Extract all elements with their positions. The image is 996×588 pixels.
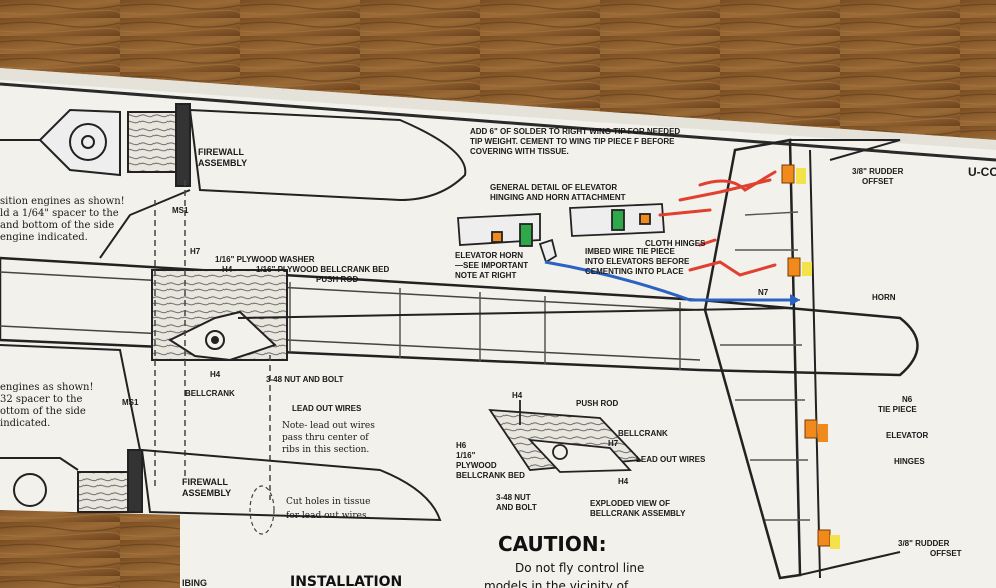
- rudder-offset-top-1: 3/8" RUDDER: [852, 167, 904, 176]
- ex-plywood: PLYWOOD: [456, 461, 497, 470]
- hinges: [781, 164, 840, 549]
- nut-bolt-label: 3-48 NUT AND BOLT: [266, 375, 343, 384]
- ex-nut-2: AND BOLT: [496, 503, 537, 512]
- blue-arrow: [544, 260, 790, 302]
- plywood-washer-label: 1/16" PLYWOOD WASHER: [215, 255, 315, 264]
- rudder-offset-top-2: OFFSET: [862, 177, 894, 186]
- ex-view-2: BELLCRANK ASSEMBLY: [590, 509, 686, 518]
- engines-note-1: engines as shown!: [0, 382, 94, 393]
- ms1-label-bottom: MS1: [122, 398, 139, 407]
- rudder-offset-bot-1: 3/8" RUDDER: [898, 539, 950, 548]
- general-detail-2: HINGING AND HORN ATTACHMENT: [490, 193, 626, 202]
- h4-label-bellcrank: H4: [210, 370, 221, 379]
- push-rod: [237, 307, 796, 319]
- lead-out-wires-label: LEAD OUT WIRES: [292, 404, 362, 413]
- ex-h6: H6: [456, 441, 467, 450]
- horn-label: HORN: [872, 293, 896, 302]
- general-detail-1: GENERAL DETAIL OF ELEVATOR: [490, 183, 617, 192]
- firewall-label-top: FIREWALL: [198, 147, 244, 157]
- installation-heading: INSTALLATION: [290, 574, 402, 588]
- imbed-note-3: CEMENTING INTO PLACE: [585, 267, 684, 276]
- red-arrows: [658, 170, 777, 277]
- hinges-label: HINGES: [894, 457, 925, 466]
- fuselage: [0, 256, 919, 377]
- elevator-horn-3: NOTE AT RIGHT: [455, 271, 516, 280]
- h4-label-top: H4: [222, 265, 233, 274]
- imbed-note-1: IMBED WIRE TIE PIECE: [585, 247, 675, 256]
- engine-note-4: engine indicated.: [0, 232, 88, 243]
- bottom-nacelle: [140, 448, 442, 522]
- u-control-label: U-CO: [968, 165, 996, 179]
- cut-holes-1: Cut holes in tissue: [286, 497, 370, 507]
- ex-h7: H7: [608, 439, 619, 448]
- ibing-label: IBING: [182, 578, 207, 588]
- assembly-label-bottom: ASSEMBLY: [182, 488, 231, 498]
- ex-view-1: EXPLODED VIEW OF: [590, 499, 670, 508]
- bellcrank-label: BELLCRANK: [185, 389, 235, 398]
- assembly-label-top: ASSEMBLY: [198, 158, 247, 168]
- engines-note-4: indicated.: [0, 418, 50, 429]
- top-engine-mount: [0, 103, 191, 187]
- elevator-horn-2: —SEE IMPORTANT: [455, 261, 528, 270]
- solder-note-3: COVERING WITH TISSUE.: [470, 147, 569, 156]
- imbed-note-2: INTO ELEVATORS BEFORE: [585, 257, 690, 266]
- ex-1-16: 1/16": [456, 451, 476, 460]
- cut-holes-2: for lead out wires.: [286, 511, 370, 521]
- ex-h4b: H4: [618, 477, 629, 486]
- bottom-engine-mount: [0, 344, 143, 513]
- n7-label: N7: [758, 288, 769, 297]
- bellcrank: [167, 310, 277, 362]
- firewall-label-bottom: FIREWALL: [182, 477, 228, 487]
- n6-label: N6: [902, 395, 913, 404]
- bellcrank-bed-label: 1/16" PLYWOOD BELLCRANK BED: [256, 265, 390, 274]
- engines-note-3: ottom of the side: [0, 406, 86, 417]
- engine-note-3: and bottom of the side: [0, 220, 114, 231]
- cloth-hinges-label: CLOTH HINGES: [645, 239, 706, 248]
- lead-note-1: Note- lead out wires: [282, 421, 375, 431]
- elevator-detail: [457, 203, 665, 264]
- tie-piece-label: TIE PIECE: [878, 405, 917, 414]
- caution-line-1: Do not fly control line: [515, 561, 644, 575]
- caution-line-2: models in the vicinity of: [484, 579, 629, 588]
- caution-title: CAUTION:: [498, 532, 607, 556]
- elevator-label: ELEVATOR: [886, 431, 928, 440]
- engines-note-2: 32 spacer to the: [0, 394, 83, 405]
- push-rod-label: PUSH ROD: [316, 275, 358, 284]
- exploded-view: [488, 400, 642, 473]
- ex-bellcrank: BELLCRANK: [618, 429, 668, 438]
- solder-note-2: TIP WEIGHT. CEMENT TO WING TIP PIECE F B…: [470, 137, 675, 146]
- ex-h4: H4: [512, 391, 523, 400]
- engine-note-1: sition engines as shown!: [0, 196, 125, 207]
- solder-note-1: ADD 6" OF SOLDER TO RIGHT WING TIP FOR N…: [470, 127, 680, 136]
- h7-label: H7: [190, 247, 201, 256]
- stabilizer: [703, 138, 802, 580]
- ex-bed: BELLCRANK BED: [456, 471, 525, 480]
- ms1-label-top: MS1: [172, 206, 189, 215]
- ex-push-rod: PUSH ROD: [576, 399, 618, 408]
- top-nacelle: [188, 108, 467, 202]
- elevator-horn-1: ELEVATOR HORN: [455, 251, 523, 260]
- lead-note-3: ribs in this section.: [282, 445, 369, 455]
- ex-nut-1: 3-48 NUT: [496, 493, 531, 502]
- engine-note-2: ld a 1/64" spacer to the: [0, 208, 119, 219]
- ex-lead: LEAD OUT WIRES: [636, 455, 706, 464]
- rudder-offset-bot-2: OFFSET: [930, 549, 962, 558]
- lead-note-2: pass thru center of: [282, 433, 369, 443]
